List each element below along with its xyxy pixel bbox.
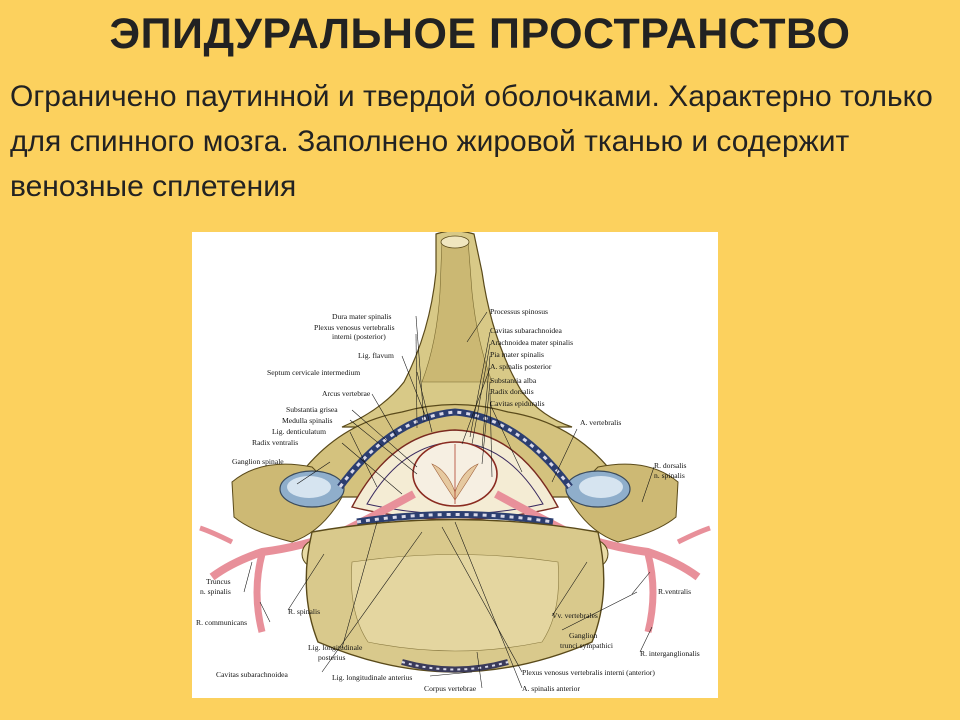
slide-body-text: Ограничено паутинной и твердой оболочкам… (10, 80, 933, 203)
label-cavitas-epiduralis: Cavitas epiduralis (490, 399, 545, 408)
label-dura-mater: Dura mater spinalis (332, 312, 392, 321)
label-r-ventralis: R.ventralis (658, 587, 691, 596)
label-r-interganglionalis: R. interganglionalis (640, 649, 700, 658)
label-lig-flavum: Lig. flavum (358, 351, 394, 360)
label-lig-long-posterius-2: posterius (318, 653, 345, 662)
label-radix-ventralis: Radix ventralis (252, 438, 298, 447)
label-plexus-posterior-1: Plexus venosus vertebralis (314, 323, 395, 332)
label-septum-cervicale: Septum cervicale intermedium (267, 368, 360, 377)
label-r-spinalis: R. spinalis (288, 607, 320, 616)
label-ganglion-trunci-1: Ganglion (569, 631, 597, 640)
label-radix-dorsalis: Radix dorsalis (490, 387, 534, 396)
label-a-spinalis-posterior: A. spinalis posterior (490, 362, 552, 371)
label-arcus-vertebrae: Arcus vertebrae (322, 389, 371, 398)
label-substantia-grisea: Substantia grisea (286, 405, 338, 414)
slide-title: ЭПИДУРАЛЬНОЕ ПРОСТРАНСТВО (109, 10, 851, 58)
label-processus-spinosus: Processus spinosus (490, 307, 548, 316)
label-arachnoidea-mater: Arachnoidea mater spinalis (490, 338, 573, 347)
label-lig-long-anterius: Lig. longitudinale anterius (332, 673, 412, 682)
label-cavitas-subarachnoidea-bottom: Cavitas subarachnoidea (216, 670, 289, 679)
label-ganglion-trunci-2: trunci sympathici (560, 641, 613, 650)
label-pia-mater: Pia mater spinalis (490, 350, 544, 359)
label-plexus-posterior-2: interni (posterior) (332, 332, 386, 341)
anatomy-illustration: Dura mater spinalis Plexus venosus verte… (192, 232, 718, 698)
label-ganglion-spinale: Ganglion spinale (232, 457, 284, 466)
label-corpus-vertebrae: Corpus vertebrae (424, 684, 477, 693)
vertebra-cross-section-drawing: Dura mater spinalis Plexus venosus verte… (196, 232, 711, 693)
label-truncus-1: Truncus (206, 577, 231, 586)
label-truncus-2: n. spinalis (200, 587, 231, 596)
label-plexus-anterior: Plexus venosus vertebralis interni (ante… (522, 668, 655, 677)
label-r-dorsalis-2: n. spinalis (654, 471, 685, 480)
label-lig-long-posterius-1: Lig. longitudinale (308, 643, 363, 652)
label-vv-vertebrales: Vv. vertebrales (552, 611, 598, 620)
label-r-communicans: R. communicans (196, 618, 247, 627)
label-lig-denticulatum: Lig. denticulatum (272, 427, 326, 436)
label-a-vertebralis: A. vertebralis (580, 418, 621, 427)
label-cavitas-subarachnoidea-top: Cavitas subarachnoidea (490, 326, 563, 335)
label-a-spinalis-anterior: A. spinalis anterior (522, 684, 580, 693)
label-r-dorsalis-1: R. dorsalis (654, 461, 687, 470)
label-medulla-spinalis: Medulla spinalis (282, 416, 332, 425)
label-substantia-alba: Substantia alba (490, 376, 537, 385)
